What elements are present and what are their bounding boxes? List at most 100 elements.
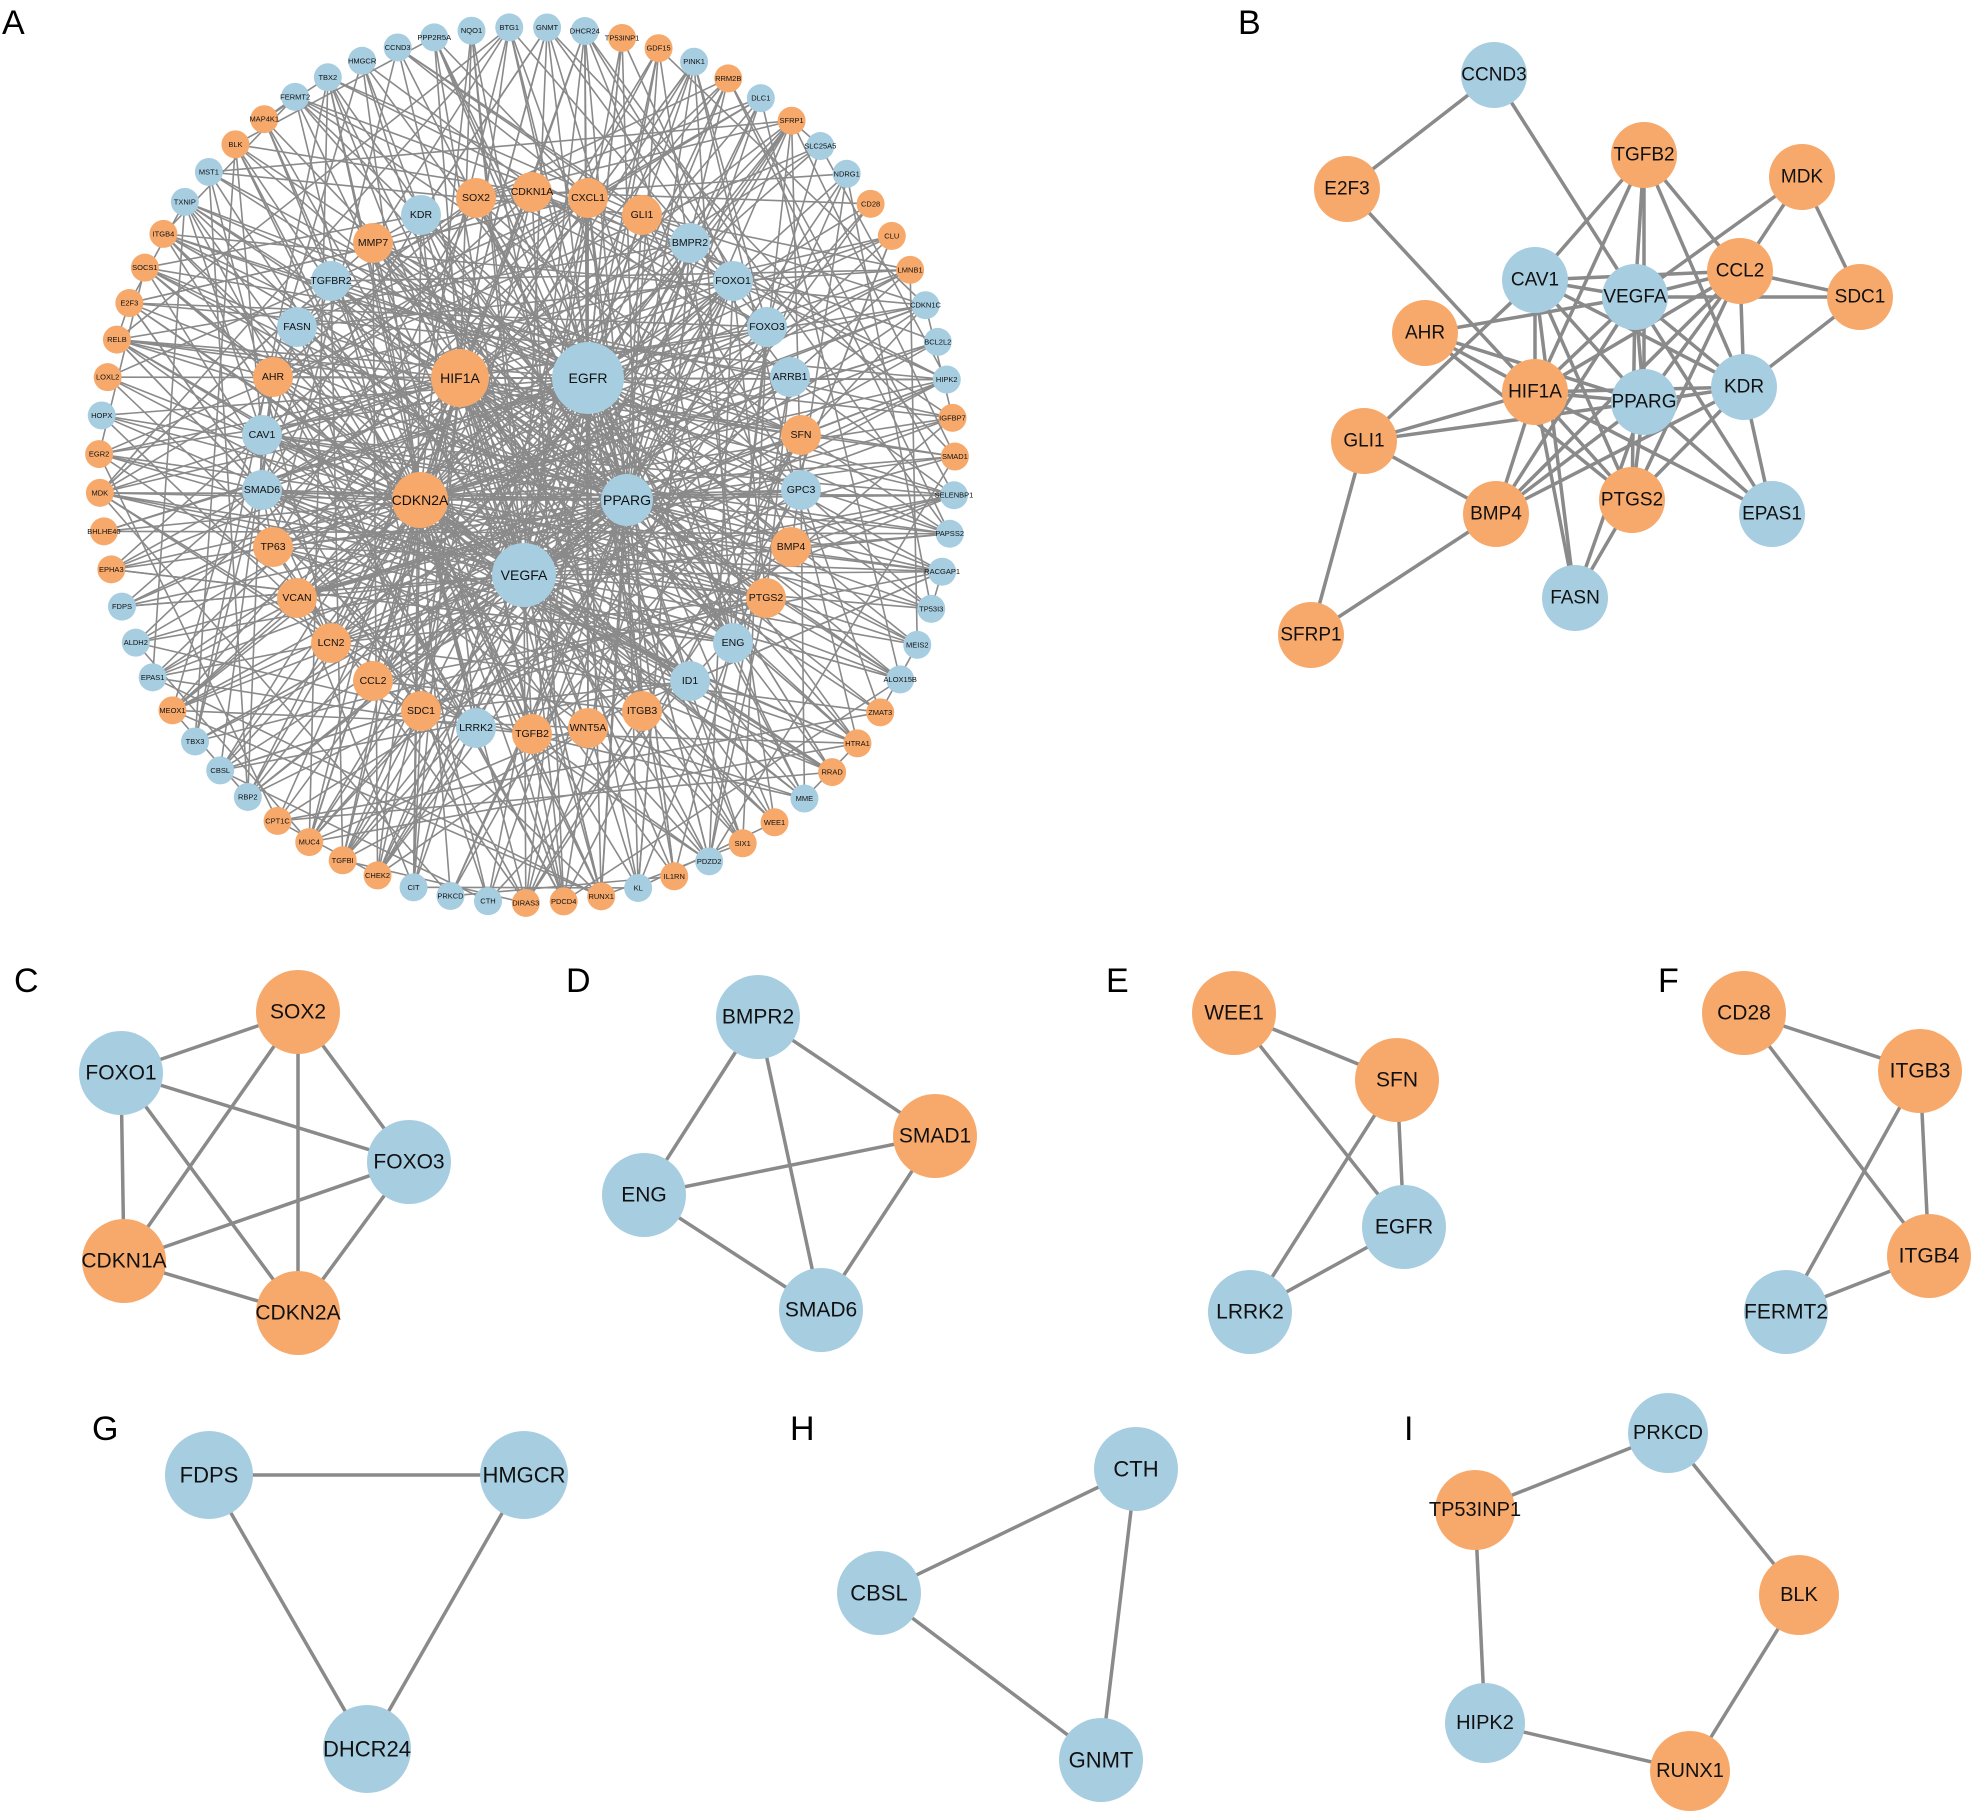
- node-mdk[interactable]: MDK: [85, 478, 114, 507]
- node-ptgs2[interactable]: PTGS2: [1599, 467, 1665, 533]
- node-pink1[interactable]: PINK1: [680, 47, 709, 76]
- node-circle-egr2[interactable]: [85, 440, 114, 469]
- node-cd28[interactable]: CD28: [856, 189, 885, 218]
- node-cpt1c[interactable]: CPT1C: [263, 806, 292, 835]
- node-circle-egfr[interactable]: [552, 342, 624, 414]
- node-circle-hipk2[interactable]: [1445, 1683, 1525, 1763]
- node-circle-foxo1[interactable]: [79, 1031, 163, 1115]
- node-tbx3[interactable]: TBX3: [181, 727, 210, 756]
- node-id1[interactable]: ID1: [670, 661, 710, 701]
- node-hmgcr[interactable]: HMGCR: [348, 46, 377, 75]
- node-sfrp1[interactable]: SFRP1: [777, 106, 806, 135]
- node-circle-runx1[interactable]: [1650, 1731, 1730, 1811]
- node-dhcr24[interactable]: DHCR24: [323, 1705, 411, 1793]
- node-circle-il1rn[interactable]: [660, 862, 689, 891]
- node-hif1a[interactable]: HIF1A: [1502, 359, 1568, 425]
- node-circle-gli1[interactable]: [622, 195, 662, 235]
- node-circle-cpt1c[interactable]: [263, 806, 292, 835]
- node-ndrg1[interactable]: NDRG1: [832, 159, 861, 188]
- node-circle-fasn[interactable]: [277, 307, 317, 347]
- node-wee1[interactable]: WEE1: [760, 808, 789, 837]
- node-fermt2[interactable]: FERMT2: [1744, 1270, 1828, 1354]
- node-muc4[interactable]: MUC4: [295, 828, 324, 857]
- node-circle-cth[interactable]: [474, 887, 503, 916]
- node-blk[interactable]: BLK: [221, 130, 250, 159]
- node-hipk2[interactable]: HIPK2: [1445, 1683, 1525, 1763]
- node-mmp7[interactable]: MMP7: [353, 223, 393, 263]
- node-circle-map4k1[interactable]: [250, 105, 279, 134]
- node-circle-blk[interactable]: [1759, 1555, 1839, 1635]
- node-six1[interactable]: SIX1: [728, 829, 757, 858]
- node-circle-pdcd4[interactable]: [549, 887, 578, 916]
- node-circle-itgb3[interactable]: [1878, 1029, 1962, 1113]
- node-tp53inp1[interactable]: TP53INP1: [605, 23, 640, 52]
- node-smad6[interactable]: SMAD6: [242, 470, 282, 510]
- node-sdc1[interactable]: SDC1: [1827, 264, 1893, 330]
- node-circle-blk[interactable]: [221, 130, 250, 159]
- node-cth[interactable]: CTH: [474, 887, 503, 916]
- node-circle-foxo3[interactable]: [747, 307, 787, 347]
- node-pdzd2[interactable]: PDZD2: [695, 847, 724, 876]
- node-fdps[interactable]: FDPS: [107, 592, 136, 621]
- node-circle-cdkn1a[interactable]: [512, 172, 552, 212]
- node-sfn[interactable]: SFN: [1355, 1038, 1439, 1122]
- node-smad1[interactable]: SMAD1: [940, 442, 969, 471]
- node-gpc3[interactable]: GPC3: [781, 470, 821, 510]
- node-wee1[interactable]: WEE1: [1192, 971, 1276, 1055]
- node-circle-tgfbr2[interactable]: [311, 261, 351, 301]
- node-mst1[interactable]: MST1: [194, 157, 223, 186]
- node-sfrp1[interactable]: SFRP1: [1278, 602, 1344, 668]
- node-runx1[interactable]: RUNX1: [1650, 1731, 1730, 1811]
- node-circle-alox15b[interactable]: [886, 665, 915, 694]
- node-circle-fermt2[interactable]: [281, 82, 310, 111]
- node-circle-kl[interactable]: [624, 873, 653, 902]
- node-circle-itgb3[interactable]: [622, 691, 662, 731]
- node-circle-clu[interactable]: [877, 221, 906, 250]
- node-circle-fermt2[interactable]: [1744, 1270, 1828, 1354]
- node-circle-kdr[interactable]: [401, 195, 441, 235]
- node-itgb4[interactable]: ITGB4: [1887, 1214, 1971, 1298]
- node-circle-egfr[interactable]: [1362, 1185, 1446, 1269]
- node-circle-vegfa[interactable]: [492, 543, 556, 607]
- node-circle-cdkn2a[interactable]: [392, 472, 448, 528]
- node-circle-kdr[interactable]: [1711, 354, 1777, 420]
- node-aldh2[interactable]: ALDH2: [121, 628, 150, 657]
- node-cbsl[interactable]: CBSL: [837, 1551, 921, 1635]
- node-circle-vegfa[interactable]: [1602, 264, 1668, 330]
- node-circle-diras3[interactable]: [511, 888, 540, 917]
- node-arrb1[interactable]: ARRB1: [770, 357, 810, 397]
- node-smad6[interactable]: SMAD6: [779, 1268, 863, 1352]
- node-rrad[interactable]: RRAD: [818, 758, 847, 787]
- node-circle-foxo3[interactable]: [367, 1120, 451, 1204]
- node-ccnd3[interactable]: CCND3: [1461, 42, 1527, 108]
- node-cdkn1c[interactable]: CDKN1C: [910, 291, 942, 320]
- node-circle-hmgcr[interactable]: [348, 46, 377, 75]
- node-pparg[interactable]: PPARG: [1611, 369, 1677, 435]
- node-circle-slc25a5[interactable]: [806, 132, 835, 161]
- node-foxo3[interactable]: FOXO3: [367, 1120, 451, 1204]
- node-clu[interactable]: CLU: [877, 221, 906, 250]
- node-cav1[interactable]: CAV1: [1502, 247, 1568, 313]
- node-bmp4[interactable]: BMP4: [771, 527, 811, 567]
- node-gli1[interactable]: GLI1: [1331, 408, 1397, 474]
- node-ccnd3[interactable]: CCND3: [383, 33, 412, 62]
- node-circle-pparg[interactable]: [1611, 369, 1677, 435]
- node-circle-chek2[interactable]: [363, 861, 392, 890]
- node-cxcl1[interactable]: CXCL1: [568, 178, 608, 218]
- node-tbx2[interactable]: TBX2: [313, 63, 342, 92]
- node-nqo1[interactable]: NQO1: [457, 16, 486, 45]
- node-zmat3[interactable]: ZMAT3: [866, 698, 895, 727]
- node-circle-eng[interactable]: [602, 1153, 686, 1237]
- node-cdkn2a[interactable]: CDKN2A: [392, 472, 449, 528]
- node-circle-runx1[interactable]: [587, 882, 616, 911]
- node-circle-sfrp1[interactable]: [1278, 602, 1344, 668]
- node-circle-papss2[interactable]: [935, 519, 964, 548]
- node-selenbp1[interactable]: SELENBP1: [935, 481, 974, 510]
- node-circle-meox1[interactable]: [158, 696, 187, 725]
- node-alox15b[interactable]: ALOX15B: [884, 665, 917, 694]
- node-meox1[interactable]: MEOX1: [158, 696, 187, 725]
- node-circle-hopx[interactable]: [87, 401, 116, 430]
- node-kl[interactable]: KL: [624, 873, 653, 902]
- node-circle-zmat3[interactable]: [866, 698, 895, 727]
- node-epha3[interactable]: EPHA3: [97, 555, 126, 584]
